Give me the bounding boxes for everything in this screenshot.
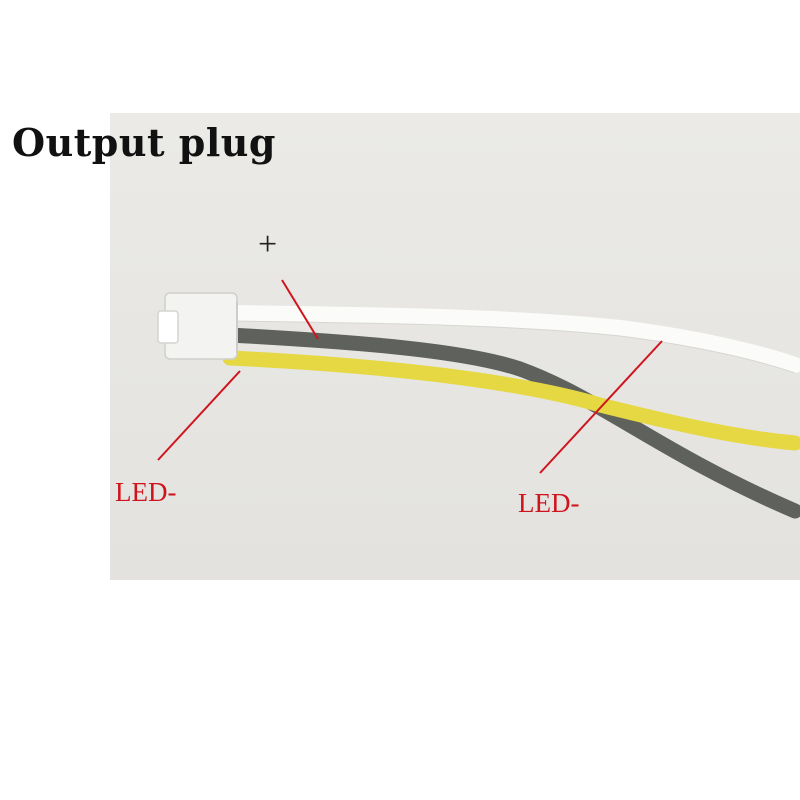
plus-label: +	[258, 226, 278, 263]
white-wire	[222, 305, 800, 373]
led-left-pointer-line	[157, 370, 241, 461]
led-minus-right-label: LED-	[518, 488, 580, 518]
left-white-strip	[0, 113, 110, 580]
photo-title: Output plug	[12, 120, 276, 165]
led-right-pointer-line	[539, 340, 663, 474]
cable-photo	[0, 113, 800, 580]
gray-wire	[222, 327, 800, 519]
yellow-wire	[222, 350, 800, 451]
led-minus-left-label: LED-	[115, 477, 177, 507]
plus-pointer-line	[281, 279, 319, 340]
connector-plug	[157, 292, 238, 360]
